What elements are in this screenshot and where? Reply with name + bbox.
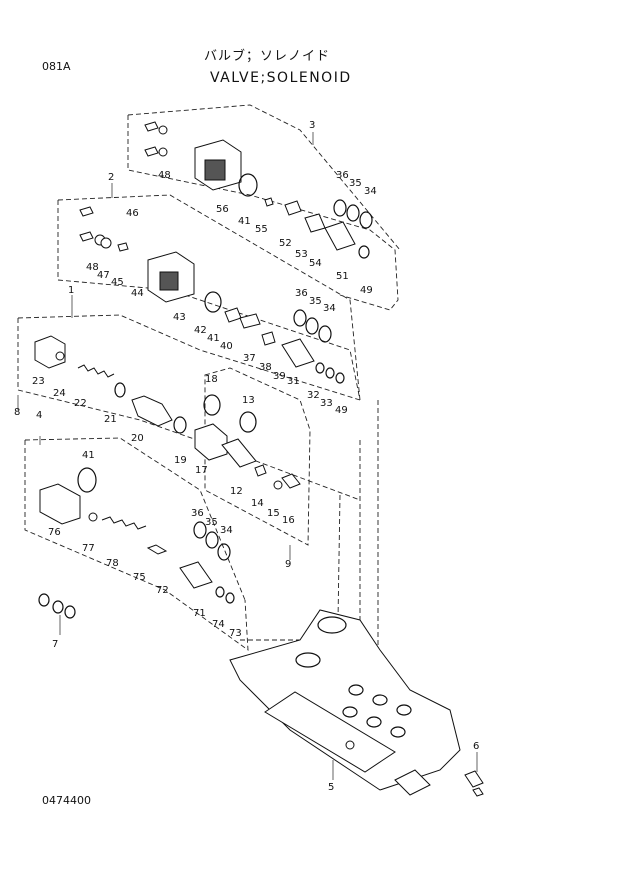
group-1-parts bbox=[34, 335, 301, 490]
callout-8: 8 bbox=[14, 407, 20, 418]
callout-52: 52 bbox=[279, 238, 292, 249]
callout-56: 56 bbox=[216, 204, 229, 215]
title-english: VALVE;SOLENOID bbox=[210, 70, 352, 86]
callout-36: 36 bbox=[336, 170, 349, 181]
callout-1: 1 bbox=[68, 285, 74, 296]
callout-15: 15 bbox=[267, 508, 280, 519]
spool-51 bbox=[324, 221, 356, 251]
callout-35: 35 bbox=[349, 178, 362, 189]
callout-36: 36 bbox=[295, 288, 308, 299]
group-4-parts bbox=[39, 467, 235, 604]
cap-76 bbox=[39, 483, 81, 525]
callout-78: 78 bbox=[106, 558, 119, 569]
callout-3: 3 bbox=[309, 120, 315, 131]
callout-39: 39 bbox=[273, 371, 286, 382]
callout-21: 21 bbox=[104, 414, 117, 425]
callout-45: 45 bbox=[111, 277, 124, 288]
piston-20 bbox=[131, 395, 173, 427]
callout-36: 36 bbox=[191, 508, 204, 519]
callout-23: 23 bbox=[32, 376, 45, 387]
callout-76: 76 bbox=[48, 527, 61, 538]
callout-31: 31 bbox=[287, 376, 300, 387]
callout-19: 19 bbox=[174, 455, 187, 466]
valve-body-5 bbox=[229, 609, 461, 796]
callout-34: 34 bbox=[220, 525, 233, 536]
group-3-boundary bbox=[127, 104, 401, 311]
callout-4: 4 bbox=[36, 410, 42, 421]
callout-24: 24 bbox=[53, 388, 66, 399]
callout-43: 43 bbox=[173, 312, 186, 323]
callout-7: 7 bbox=[52, 639, 58, 650]
callout-labels: 3 36 35 34 48 56 41 55 52 53 54 51 49 2 … bbox=[14, 120, 479, 793]
callout-6: 6 bbox=[473, 741, 479, 752]
plug-6 bbox=[464, 770, 484, 797]
group-4-boundary bbox=[24, 437, 249, 651]
callout-46: 46 bbox=[126, 208, 139, 219]
callout-74: 74 bbox=[212, 619, 225, 630]
callout-22: 22 bbox=[74, 398, 87, 409]
callout-41: 41 bbox=[207, 333, 220, 344]
group-2-parts bbox=[79, 206, 345, 384]
callout-73: 73 bbox=[229, 628, 242, 639]
cap-23 bbox=[34, 335, 66, 369]
callout-75: 75 bbox=[133, 572, 146, 583]
callout-38: 38 bbox=[259, 362, 272, 373]
callout-16: 16 bbox=[282, 515, 295, 526]
group-3-parts bbox=[144, 121, 373, 259]
group-7-nuts bbox=[38, 593, 76, 619]
callout-13: 13 bbox=[242, 395, 255, 406]
callout-35: 35 bbox=[205, 517, 218, 528]
spring-22 bbox=[77, 364, 115, 378]
callout-33: 33 bbox=[320, 398, 333, 409]
callout-41: 41 bbox=[238, 216, 251, 227]
callout-34: 34 bbox=[323, 303, 336, 314]
callout-9: 9 bbox=[285, 559, 291, 570]
callout-17: 17 bbox=[195, 465, 208, 476]
callout-34: 34 bbox=[364, 186, 377, 197]
callout-77: 77 bbox=[82, 543, 95, 554]
callout-51: 51 bbox=[336, 271, 349, 282]
callout-18: 18 bbox=[205, 374, 218, 385]
callout-37: 37 bbox=[243, 353, 256, 364]
callout-53: 53 bbox=[295, 249, 308, 260]
callout-40: 40 bbox=[220, 341, 233, 352]
callout-55: 55 bbox=[255, 224, 268, 235]
group-1-boundary bbox=[17, 314, 361, 501]
callout-49: 49 bbox=[335, 405, 348, 416]
callout-20: 20 bbox=[131, 433, 144, 444]
plug-16 bbox=[281, 473, 301, 489]
spring-78 bbox=[101, 516, 147, 530]
callout-5: 5 bbox=[328, 782, 334, 793]
leader-lines bbox=[17, 132, 478, 780]
callout-54: 54 bbox=[309, 258, 322, 269]
callout-49: 49 bbox=[360, 285, 373, 296]
callout-44: 44 bbox=[131, 288, 144, 299]
callout-71: 71 bbox=[193, 608, 206, 619]
callout-48: 48 bbox=[158, 170, 171, 181]
callout-14: 14 bbox=[251, 498, 264, 509]
callout-12: 12 bbox=[230, 486, 243, 497]
page-code: 081A bbox=[42, 60, 71, 73]
group-9-boundary bbox=[204, 367, 311, 546]
spool-71 bbox=[179, 561, 213, 589]
callout-35: 35 bbox=[309, 296, 322, 307]
drawing-number: 0474400 bbox=[42, 794, 91, 807]
callout-47: 47 bbox=[97, 270, 110, 281]
sleeve-17 bbox=[194, 423, 228, 461]
spool-31 bbox=[281, 338, 315, 368]
callout-48: 48 bbox=[86, 262, 99, 273]
callout-32: 32 bbox=[307, 390, 320, 401]
title-japanese: バルブ；ソレノイド bbox=[204, 49, 331, 64]
spool-12 bbox=[221, 438, 257, 468]
callout-42: 42 bbox=[194, 325, 207, 336]
callout-72: 72 bbox=[156, 585, 169, 596]
callout-2: 2 bbox=[108, 172, 114, 183]
callout-41: 41 bbox=[82, 450, 95, 461]
